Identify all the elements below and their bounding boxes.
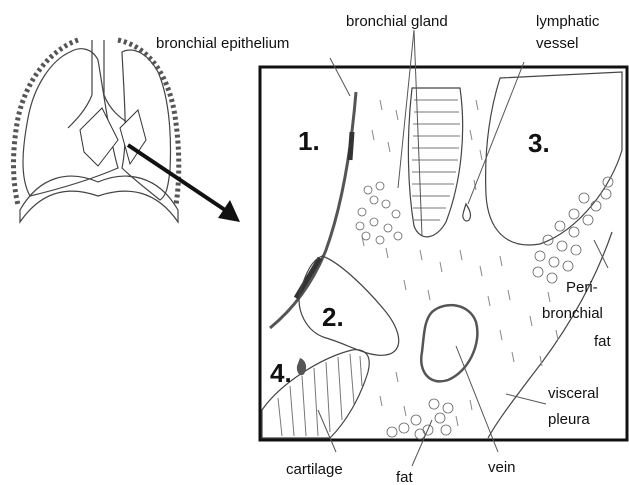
label-vein: vein (488, 459, 516, 476)
label-pleura: pleura (548, 411, 590, 428)
rib-cage-left (14, 40, 79, 205)
label-lymphatic: lymphatic (536, 13, 600, 30)
epithelium-dark-segment (350, 132, 352, 160)
label-vessel: vessel (536, 35, 579, 52)
region-label-4: 4. (270, 358, 292, 388)
highlight-region (80, 108, 118, 166)
label-peri: Peri- (566, 279, 598, 296)
label-bronchial-gland: bronchial gland (346, 13, 448, 30)
label-fat: fat (396, 469, 414, 485)
label-cartilage: cartilage (286, 461, 343, 478)
label-bronchial: bronchial (542, 305, 603, 322)
label-peri-fat: fat (594, 333, 612, 350)
region-label-2: 2. (322, 302, 344, 332)
label-visceral: visceral (548, 385, 599, 402)
region-label-1: 1. (298, 126, 320, 156)
region-label-3: 3. (528, 128, 550, 158)
diaphragm (20, 176, 178, 222)
label-bronchial-epithelium: bronchial epithelium (156, 35, 289, 52)
magnify-arrow (128, 145, 240, 222)
thorax-sketch (14, 40, 179, 222)
